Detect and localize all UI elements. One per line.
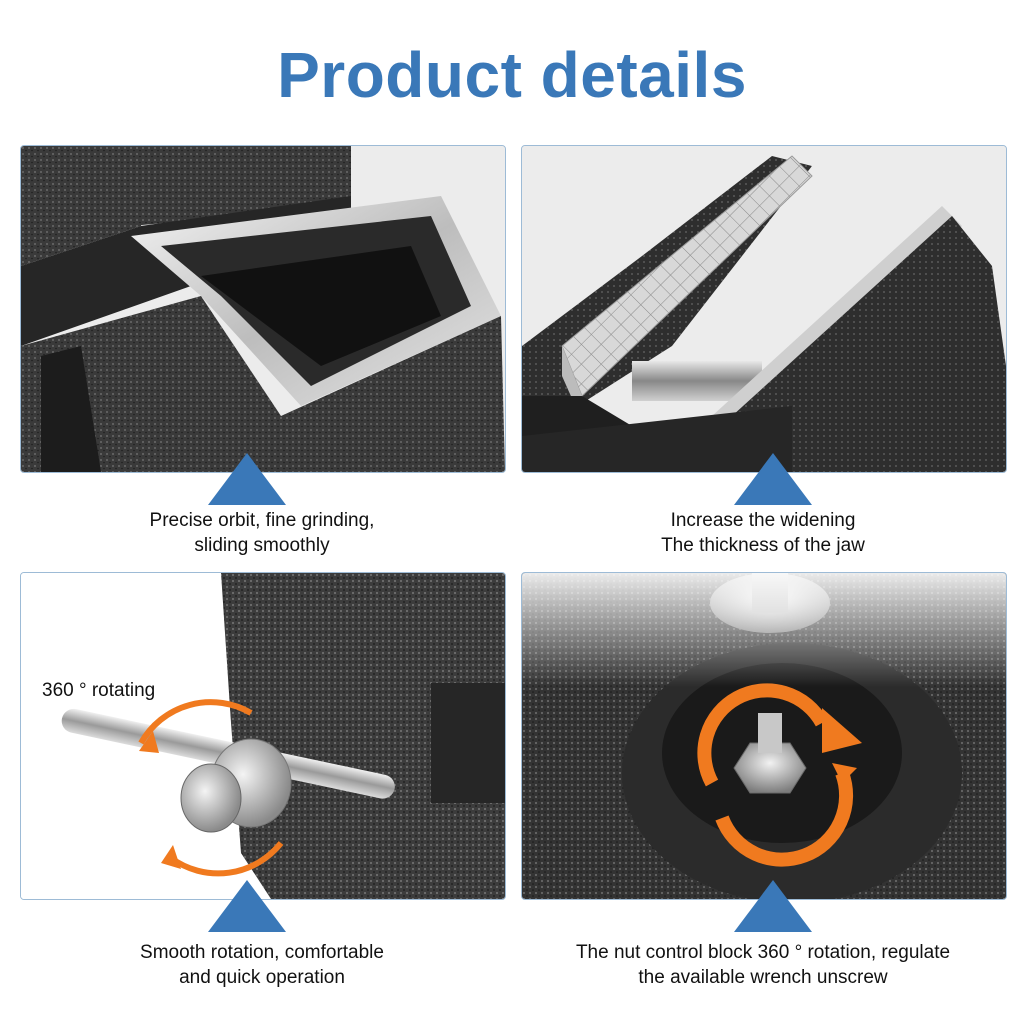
caption-line: Precise orbit, fine grinding, <box>149 510 375 531</box>
rotation-label: 360 ° rotating <box>42 680 156 701</box>
detail-panel-handle <box>20 572 506 900</box>
caption-line: The nut control block 360 ° rotation, re… <box>575 942 951 963</box>
pointer-triangle-4 <box>734 880 812 932</box>
pointer-triangle-1 <box>208 453 286 505</box>
detail-panel-slide-rail <box>20 145 506 473</box>
pointer-triangle-2 <box>734 453 812 505</box>
pointer-triangle-3 <box>208 880 286 932</box>
detail-panel-nut <box>521 572 1007 900</box>
page-title: Product details <box>277 39 747 111</box>
caption-panel-4: The nut control block 360 ° rotation, re… <box>521 940 1005 990</box>
caption-line: sliding smoothly <box>194 535 330 556</box>
slide-rail-photo <box>21 146 505 472</box>
handle-photo <box>21 573 505 899</box>
detail-panel-jaws <box>521 145 1007 473</box>
jaws-photo <box>522 146 1006 472</box>
nut-photo <box>522 573 1006 899</box>
caption-panel-1: Precise orbit, fine grinding, sliding sm… <box>20 508 504 558</box>
caption-panel-2: Increase the widening The thickness of t… <box>521 508 1005 558</box>
caption-line: The thickness of the jaw <box>661 535 865 556</box>
caption-line: the available wrench unscrew <box>638 967 888 988</box>
caption-line: Increase the widening <box>670 510 856 531</box>
caption-panel-3: Smooth rotation, comfortable and quick o… <box>20 940 504 990</box>
caption-line: and quick operation <box>179 967 345 988</box>
caption-line: Smooth rotation, comfortable <box>140 942 384 963</box>
